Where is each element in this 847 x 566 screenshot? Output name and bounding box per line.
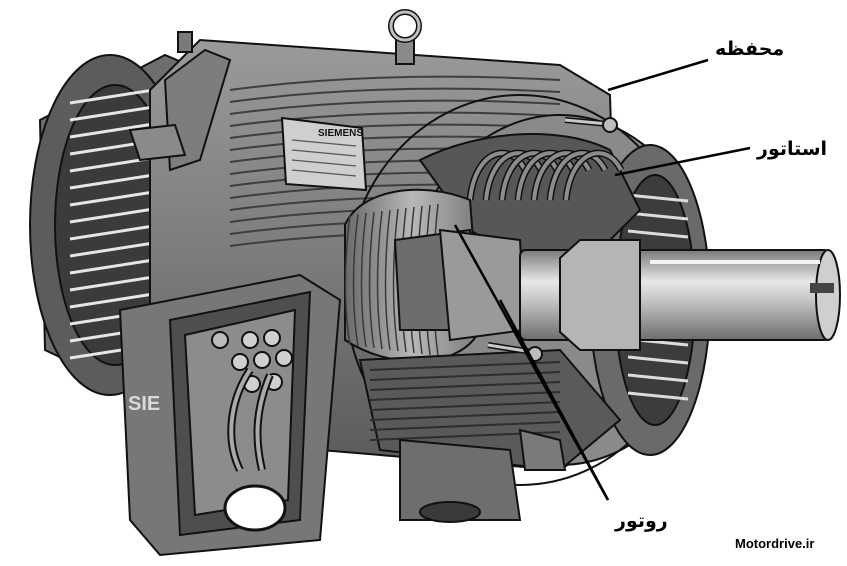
motor-shaft [519,239,841,351]
terminal-box: SIE [118,273,342,557]
leader-rotor-b [498,299,610,501]
lifting-eye [388,9,422,65]
site-credit: Motordrive.ir [735,536,815,551]
terminal-box-brand: SIE [128,393,160,415]
leader-housing [607,58,709,92]
stator-windings [466,149,625,201]
label-housing: محفظه [715,38,785,60]
leader-stator [614,146,751,177]
label-rotor: روتور [615,510,668,532]
motor-foot [399,428,567,523]
rotor [344,188,527,363]
nameplate-brand: SIEMENS [318,128,363,139]
label-stator: استاتور [757,138,828,160]
leader-lines [453,58,751,501]
nameplate: SIEMENS [280,116,368,192]
